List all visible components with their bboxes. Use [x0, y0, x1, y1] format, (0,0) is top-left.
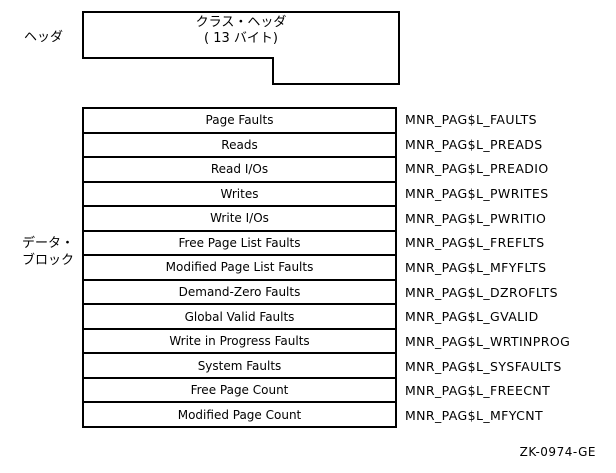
- field-row: Page Faults: [84, 109, 395, 134]
- symbol-name: MNR_PAG$L_FAULTS: [405, 111, 537, 127]
- field-row: Modified Page List Faults: [84, 256, 395, 281]
- class-header-box: クラス・ヘッダ ( 13 バイト): [82, 15, 400, 47]
- field-row: Free Page List Faults: [84, 232, 395, 257]
- data-block-side-label: データ・ ブロック: [22, 235, 74, 269]
- data-block-side-label-line2: ブロック: [22, 253, 75, 268]
- field-row: Write in Progress Faults: [84, 330, 395, 355]
- symbol-name: MNR_PAG$L_MFYFLTS: [405, 259, 547, 275]
- class-header-box-outline: [82, 11, 400, 85]
- symbol-name: MNR_PAG$L_WRTINPROG: [405, 334, 571, 350]
- field-row: Free Page Count: [84, 379, 395, 404]
- symbol-name: MNR_PAG$L_FREFLTS: [405, 235, 545, 251]
- field-row: Writes: [84, 183, 395, 208]
- field-row: Read I/Os: [84, 158, 395, 183]
- field-row: Write I/Os: [84, 207, 395, 232]
- symbol-name-list: MNR_PAG$L_FAULTS MNR_PAG$L_PREADS MNR_PAG$…: [405, 107, 615, 428]
- symbol-name: MNR_PAG$L_PWRITIO: [405, 210, 547, 226]
- field-row: Modified Page Count: [177, 407, 302, 422]
- field-row: Reads: [84, 134, 395, 159]
- symbol-name: MNR_PAG$L_MFYCNT: [405, 408, 544, 424]
- header-side-label: ヘッダ: [24, 30, 64, 45]
- field-row: System Faults: [84, 354, 395, 379]
- field-row: Demand-Zero Faults: [84, 281, 395, 306]
- symbol-name: MNR_PAG$L_PREADS: [405, 136, 543, 152]
- symbol-name: MNR_PAG$L_PWRITES: [405, 185, 549, 201]
- data-block-side-label-line1: データ・: [22, 236, 75, 251]
- class-header-title: クラス・ヘッダ: [195, 15, 287, 30]
- field-row: Global Valid Faults: [84, 305, 395, 330]
- symbol-name: MNR_PAG$L_GVALID: [405, 309, 539, 325]
- symbol-name: MNR_PAG$L_FREECNT: [405, 383, 551, 399]
- class-header-size: ( 13 バイト): [204, 31, 278, 46]
- symbol-name: MNR_PAG$L_SYSFAULTS: [405, 358, 562, 374]
- symbol-name: MNR_PAG$L_DZROFLTS: [405, 284, 558, 300]
- figure-id: ZK-0974-GE: [519, 445, 596, 459]
- symbol-name: MNR_PAG$L_PREADIO: [405, 161, 549, 177]
